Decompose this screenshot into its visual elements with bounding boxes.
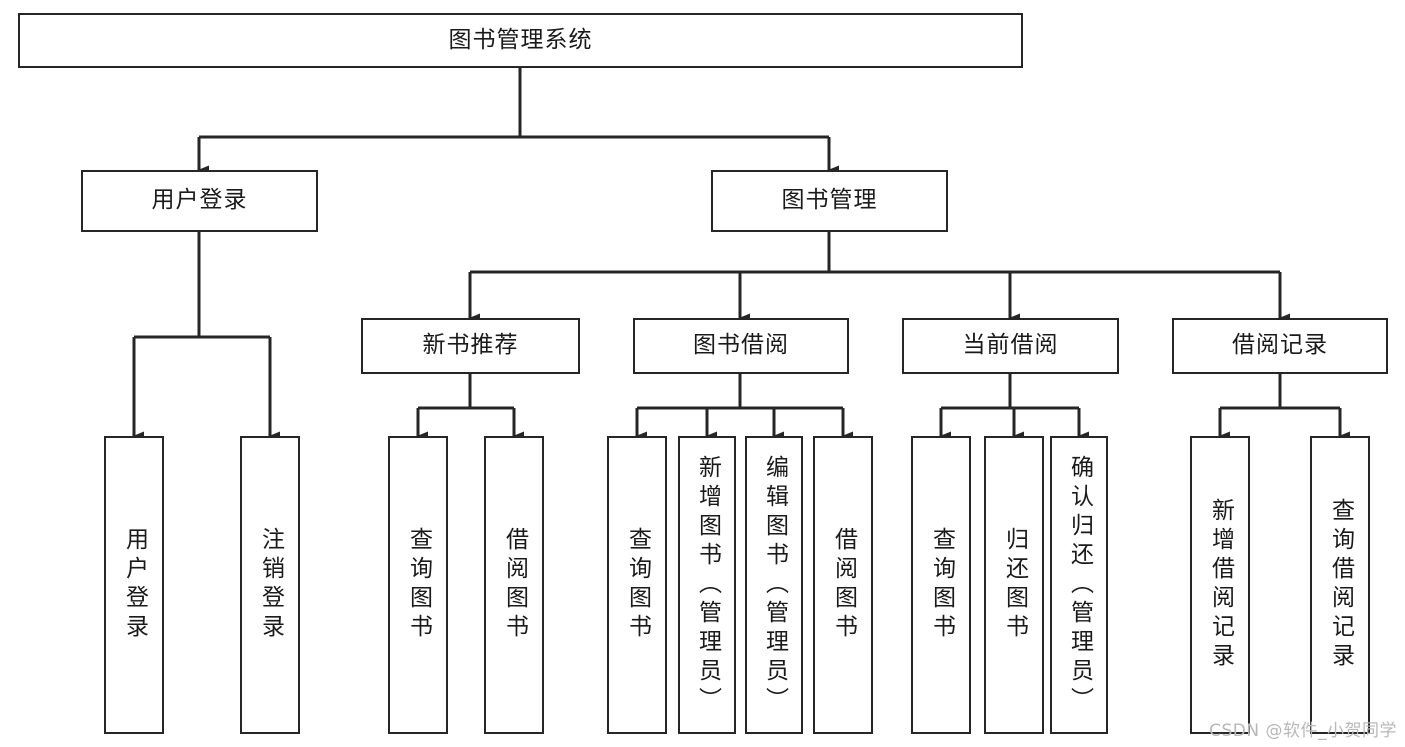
node-leaf-query-book-1[interactable]: 查询图书 xyxy=(388,436,448,734)
node-label: 注销登录 xyxy=(257,527,284,643)
node-label: 归还图书 xyxy=(1001,527,1028,643)
node-label: 用户登录 xyxy=(121,527,148,643)
node-leaf-return-book[interactable]: 归还图书 xyxy=(984,436,1044,734)
edge-group xyxy=(132,68,1350,441)
node-label: 图书借阅 xyxy=(693,332,789,359)
node-leaf-query-record[interactable]: 查询借阅记录 xyxy=(1310,436,1370,734)
node-leaf-borrow-book-1[interactable]: 借阅图书 xyxy=(484,436,544,734)
node-leaf-user-logout[interactable]: 注销登录 xyxy=(240,436,300,734)
node-book-borrow[interactable]: 图书借阅 xyxy=(633,318,849,374)
node-label: 查询图书 xyxy=(624,527,651,643)
node-book-manage[interactable]: 图书管理 xyxy=(711,170,948,232)
node-label: 用户登录 xyxy=(151,187,248,214)
node-label: 新增借阅记录 xyxy=(1207,498,1234,672)
node-label: 当前借阅 xyxy=(962,332,1059,359)
node-leaf-add-record[interactable]: 新增借阅记录 xyxy=(1190,436,1250,734)
node-label: 确认归还（管理员） xyxy=(1066,454,1093,716)
node-borrow-record[interactable]: 借阅记录 xyxy=(1172,318,1388,374)
node-leaf-add-book[interactable]: 新增图书（管理员） xyxy=(678,436,736,734)
node-leaf-borrow-book-2[interactable]: 借阅图书 xyxy=(813,436,873,734)
node-label: 查询图书 xyxy=(928,527,955,643)
node-leaf-confirm-return[interactable]: 确认归还（管理员） xyxy=(1050,436,1108,734)
node-leaf-query-book-3[interactable]: 查询图书 xyxy=(911,436,971,734)
node-label: 查询图书 xyxy=(405,527,432,643)
node-label: 借阅图书 xyxy=(830,527,857,643)
node-label: 图书管理系统 xyxy=(448,26,593,53)
node-root[interactable]: 图书管理系统 xyxy=(18,13,1023,68)
csdn-watermark: CSDN @软件_小贺同学 xyxy=(1209,721,1397,741)
node-label: 编辑图书（管理员） xyxy=(761,454,788,716)
node-leaf-query-book-2[interactable]: 查询图书 xyxy=(607,436,667,734)
node-current-borrow[interactable]: 当前借阅 xyxy=(902,318,1119,374)
node-label: 新增图书（管理员） xyxy=(694,454,721,716)
node-label: 图书管理 xyxy=(781,187,878,214)
node-leaf-edit-book[interactable]: 编辑图书（管理员） xyxy=(745,436,803,734)
node-label: 新书推荐 xyxy=(422,332,519,359)
node-label: 查询借阅记录 xyxy=(1327,498,1354,672)
node-leaf-user-login[interactable]: 用户登录 xyxy=(104,436,164,734)
node-user-login[interactable]: 用户登录 xyxy=(81,170,318,232)
node-label: 借阅图书 xyxy=(501,527,528,643)
node-label: 借阅记录 xyxy=(1232,332,1328,359)
node-new-book-recommend[interactable]: 新书推荐 xyxy=(361,318,580,374)
